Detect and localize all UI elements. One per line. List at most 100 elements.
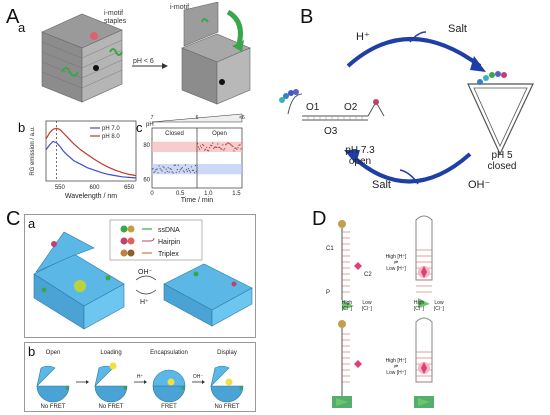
trace-point [223,149,225,151]
trace-point [209,147,211,149]
trace-point [203,144,205,147]
trace-point [206,146,208,148]
trace-point [154,170,156,172]
trace-point [201,147,203,149]
trace-point [199,145,202,147]
trace-point [220,148,222,150]
trace-point [183,171,185,173]
fret-label-3: No FRET [214,404,239,410]
trace-point [241,142,243,144]
step-arrow-label-1: H⁺ [137,374,144,380]
step-arrow-label-2: OH⁻ [193,374,204,380]
series-line-0 [45,140,137,179]
open-dna-structure [279,89,385,121]
trace-point [175,171,177,173]
trace-point [230,144,232,146]
trace-point [233,150,235,152]
trace-point [161,170,163,172]
open-state-label: Open [212,131,227,137]
trace-point [239,144,241,146]
fluor-green-0 [65,386,69,390]
mid-right-cl-low: Low [Cl⁻] [433,300,445,312]
trace-point [225,144,227,146]
cargo-3 [225,378,233,386]
trace-point [235,147,237,149]
panel-c-sub-a: a [28,216,36,231]
imotif-staples-label: i-motif staples [104,10,127,25]
trace-point [163,167,165,169]
o2-label: O2 [344,102,358,113]
trace-point [205,148,207,150]
open-dna-box [181,2,251,105]
trace-point [170,168,172,170]
legend-ssdna: ssDNA [158,227,180,234]
panel-d-switch-diagram: C1 C2 P [326,215,434,408]
ph-tick-1: 6 [196,115,199,121]
chart-c-ytick-1: 60 [143,177,150,183]
trace-point [172,172,174,174]
ph-gradient-wedge [151,113,243,123]
panel-c-a-box [24,214,256,338]
trace-point [167,167,169,169]
trace-point [202,144,204,146]
salt-top-label: Salt [448,23,467,35]
trace-point [155,169,157,171]
trace-point [188,170,190,172]
panel-a-box-illustration [41,2,251,105]
panel-b-letter: B [300,6,314,28]
c2-label: C2 [364,272,372,278]
cargo-1 [109,362,117,370]
open-switch-bottom [332,320,362,408]
trace-point [176,169,178,171]
trace-point [162,166,164,168]
chart-c-xtick-2: 1.0 [204,191,213,197]
trace-point [228,142,230,144]
trace-point [159,167,161,169]
trace-point [218,146,220,148]
container-lid-0 [36,365,56,387]
trace-point [179,169,181,171]
trace-point [153,171,155,173]
mid-left-cl-high: High [Cl⁻] [341,300,353,312]
container-shape-3 [210,385,244,403]
trace-point [173,164,175,166]
trace-point [214,146,216,148]
trace-point [224,148,226,150]
trace-point [171,171,173,173]
c1-label: C1 [326,246,334,252]
trace-point [192,169,195,171]
cargo-2 [167,378,175,386]
chart-b-xlabel: Wavelength / nm [65,193,117,200]
panel-a-letter: A [6,6,20,28]
fluor-green-3 [239,386,243,390]
fluor-green-2 [181,386,185,390]
open-container [33,231,125,330]
trace-point [193,172,196,174]
chart-c-xtick-0: 0 [150,191,154,197]
step-label-0: Open [46,350,61,356]
trace-point [210,144,212,146]
trace-point [238,144,240,146]
container-lid-1 [94,365,114,387]
trace-point [168,171,170,173]
ph-tick-0: 7 [151,115,154,121]
trace-point [151,168,153,170]
panel-c-b-box [24,342,256,412]
trace-point [216,146,218,148]
step-label-2: Encapsulation [150,350,188,356]
container-shape-2 [152,385,186,403]
ph-axis-label: pH [146,122,154,128]
trace-point [208,150,210,152]
trace-point [158,165,160,167]
bottom-cycle-arrow [348,152,472,184]
mid-right-cl-high: High [Cl⁻] [413,300,425,312]
closed-container [163,263,253,327]
panel-d-letter: D [312,208,327,230]
closed-switch-bottom [414,317,434,408]
fret-label-0: No FRET [40,404,65,410]
closed-dna-triangle [467,71,534,156]
trace-point [229,143,231,145]
